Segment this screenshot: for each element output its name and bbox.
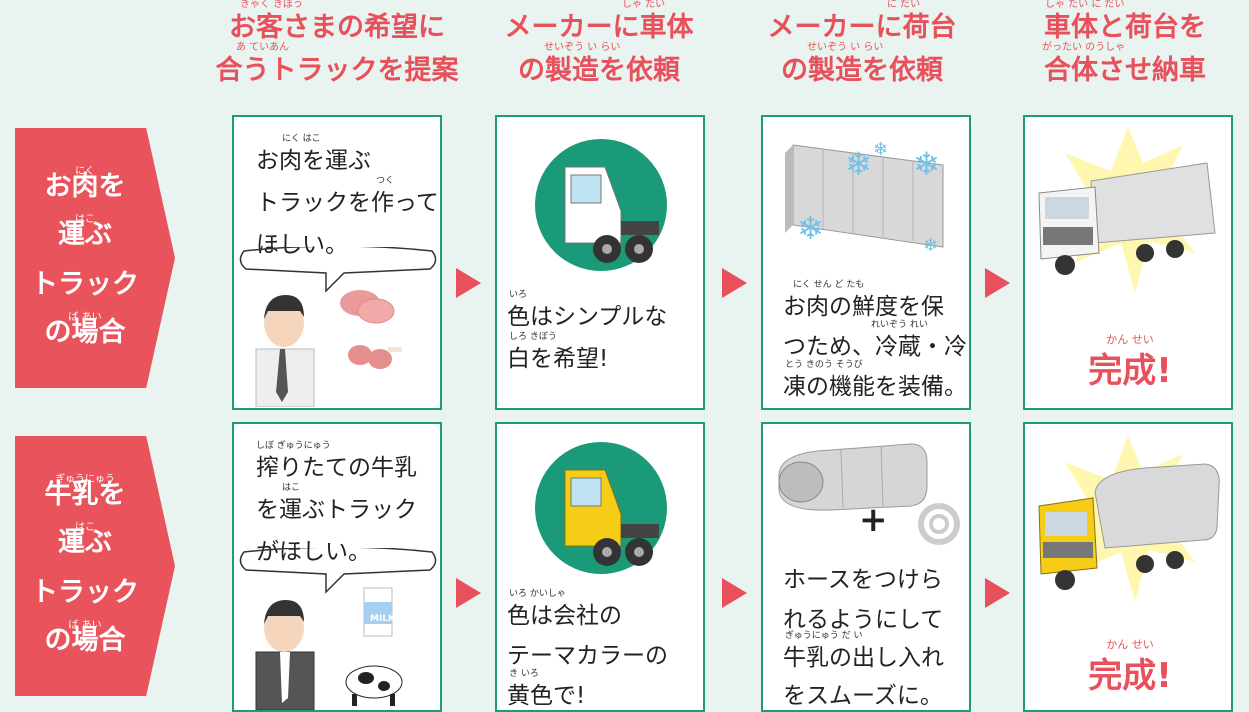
header-ruby: せいぞう い らい: [807, 42, 884, 53]
header-step-4: しゃ たい に だい車体と荷台を がったい のうしゃ合体させ納車: [1000, 0, 1249, 105]
header-line: 合体させ納車: [1044, 55, 1206, 86]
request-text: がほしい。: [256, 539, 371, 565]
ruby: つく: [376, 176, 395, 186]
header-ruby: きゃく きぼう: [240, 0, 304, 10]
header-line: メーカーに車体: [504, 12, 694, 43]
refrigerated-cargo-icon: ❄ ❄ ❄ ❄ ❄: [785, 139, 944, 256]
svg-text:❄: ❄: [923, 235, 938, 256]
header-ruby: しゃ たい に だい: [1045, 0, 1125, 10]
cargo-text: ホースをつけら: [783, 567, 943, 593]
header-line: 合うトラックを提案: [215, 55, 459, 86]
arrow-right-icon: [722, 578, 747, 608]
header-step-1: きゃく きぼうお客さまの希望に あ ていあん合うトラックを提案: [212, 0, 462, 105]
request-text: お肉を運ぶ: [256, 148, 371, 174]
ruby: れいぞう れい: [871, 320, 928, 330]
row-label-line: お肉を: [44, 171, 126, 202]
cargo-text: 牛乳の出し入れ: [783, 645, 944, 671]
arrow-right-icon: [456, 578, 481, 608]
header-ruby: せいぞう い らい: [544, 42, 621, 53]
card-complete-meat: かん せい 完成!: [1023, 115, 1233, 410]
row-label-ruby: ば あい: [68, 620, 102, 631]
body-text: 色はシンプルな: [507, 304, 668, 330]
svg-text:❄: ❄: [873, 139, 888, 160]
customer-speech-illustration: [239, 548, 437, 710]
yellow-truck-cab-icon: [535, 442, 667, 574]
card-body-meat: いろ 色はシンプルな しろ きぼう 白を希望!: [495, 115, 705, 410]
body-text: 黄色で!: [507, 683, 586, 709]
yellow-tank-truck-icon: [1038, 436, 1220, 602]
complete-ruby: かん せい: [1106, 638, 1154, 651]
ruby: き いろ: [509, 669, 539, 679]
header-ruby: に だい: [887, 0, 921, 10]
milk-carton-label: MILK: [370, 614, 396, 624]
row-label-ruby: はこ: [75, 522, 95, 533]
ruby: はこ: [282, 483, 301, 493]
ruby: とう きのう そうび: [785, 360, 863, 370]
header-line: 車体と荷台を: [1044, 12, 1206, 43]
ruby: しろ きぼう: [509, 332, 557, 342]
row-label-line: トラック: [31, 577, 139, 608]
header-line: メーカーに荷台: [767, 12, 957, 43]
card-complete-milk: かん せい 完成!: [1023, 422, 1233, 712]
customer-speech-illustration: [239, 247, 437, 407]
arrow-right-icon: [722, 268, 747, 298]
cargo-text: れるようにして: [783, 607, 944, 633]
request-text: を運ぶトラック: [256, 497, 417, 523]
complete-label: 完成!: [1088, 656, 1172, 696]
cargo-text: 凍の機能を装備。: [783, 374, 967, 400]
ruby: にく せん ど たも: [793, 280, 865, 290]
card-body-milk: いろ かいしゃ 色は会社の テーマカラーの き いろ 黄色で!: [495, 422, 705, 712]
header-step-2: しゃ たいメーカーに車体 せいぞう い らいの製造を依頼: [474, 0, 724, 105]
ruby: にく はこ: [282, 134, 321, 144]
request-text: トラックを作って: [256, 190, 439, 216]
cargo-text: をスムーズに。: [783, 683, 943, 709]
row-label-line: 牛乳を: [44, 479, 126, 510]
row-label-ruby: ぎゅうにゅう: [55, 474, 115, 485]
card-request-meat: にく はこ お肉を運ぶ つく トラックを作って ほしい。: [232, 115, 442, 410]
complete-label: 完成!: [1088, 351, 1172, 391]
row-label-ruby: ば あい: [68, 312, 102, 323]
row-label-line: の場合: [44, 625, 126, 656]
row-label-ruby: にく: [75, 166, 95, 177]
card-cargo-milk: + ホースをつけら れるようにして ぎゅうにゅう だ い 牛乳の出し入れ をスム…: [761, 422, 971, 712]
cargo-text: つため、冷蔵・冷: [783, 334, 967, 360]
header-step-3: に だいメーカーに荷台 せいぞう い らいの製造を依頼: [737, 0, 987, 105]
ruby: いろ かいしゃ: [509, 589, 566, 599]
row-label-line: の場合: [44, 317, 126, 348]
arrow-right-icon: [985, 268, 1010, 298]
body-text: 色は会社の: [507, 603, 622, 629]
tank-and-hose-icon: [778, 443, 960, 545]
body-text: テーマカラーの: [507, 643, 668, 669]
svg-text:❄: ❄: [913, 145, 940, 183]
ruby: ぎゅうにゅう だ い: [785, 631, 863, 641]
header-ruby: あ ていあん: [236, 42, 290, 53]
plus-icon: +: [859, 500, 888, 540]
complete-ruby: かん せい: [1106, 333, 1154, 346]
request-text: ほしい。: [256, 232, 348, 258]
arrow-right-icon: [985, 578, 1010, 608]
svg-text:❄: ❄: [845, 145, 872, 183]
row-label-line: トラック: [31, 269, 139, 300]
header-line: の製造を依頼: [781, 55, 943, 86]
body-text: 白を希望!: [507, 346, 609, 372]
row-label-line: 運ぶ: [58, 527, 112, 558]
request-text: 搾りたての牛乳: [256, 455, 417, 481]
row-label-meat: にく お肉を はこ 運ぶ トラック ば あい の場合: [15, 128, 175, 388]
card-request-milk: しぼ ぎゅうにゅう 搾りたての牛乳 はこ を運ぶトラック がほしい。 MILK: [232, 422, 442, 712]
row-label-milk: ぎゅうにゅう 牛乳を はこ 運ぶ トラック ば あい の場合: [15, 436, 175, 696]
ruby: しぼ ぎゅうにゅう: [256, 441, 331, 451]
cargo-text: お肉の鮮度を保: [783, 294, 944, 320]
header-ruby: しゃ たい: [622, 0, 666, 10]
row-label-line: 運ぶ: [58, 219, 112, 250]
header-line: お客さまの希望に: [229, 12, 445, 43]
arrow-right-icon: [456, 268, 481, 298]
card-cargo-meat: ❄ ❄ ❄ ❄ ❄ にく せん ど たも お肉の鮮度を保 れいぞう れい つため…: [761, 115, 971, 410]
white-finished-truck-icon: [1038, 127, 1216, 293]
white-truck-cab-icon: [535, 139, 667, 271]
ruby: いろ: [509, 290, 528, 300]
header-line: の製造を依頼: [518, 55, 680, 86]
header-ruby: がったい のうしゃ: [1042, 42, 1126, 53]
svg-text:❄: ❄: [797, 209, 824, 247]
row-label-ruby: はこ: [75, 214, 95, 225]
